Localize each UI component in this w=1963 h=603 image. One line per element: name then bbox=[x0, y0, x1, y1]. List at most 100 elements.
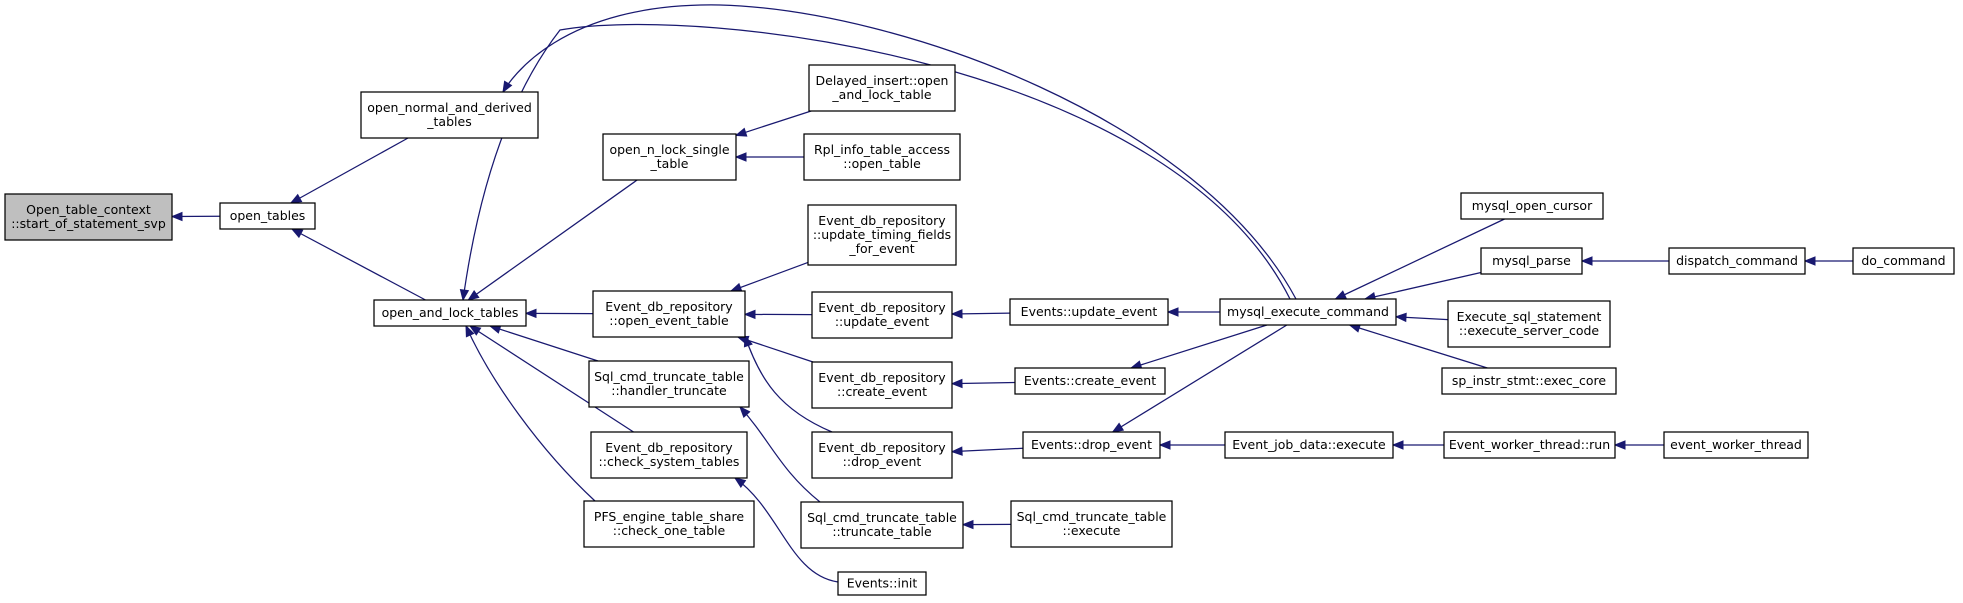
node-box bbox=[590, 431, 748, 479]
edge-line bbox=[291, 228, 426, 301]
node-label: Events::drop_event bbox=[1031, 437, 1152, 452]
arrowhead bbox=[743, 309, 756, 320]
node-label: ::handler_truncate bbox=[611, 383, 727, 398]
node-label: Open_table_context bbox=[26, 202, 151, 217]
node-label: ::execute_server_code bbox=[1459, 323, 1600, 338]
arrowhead bbox=[743, 334, 753, 348]
node-open-normal-and-derived-tables[interactable]: open_normal_and_derived_tables bbox=[360, 91, 539, 139]
arrowhead bbox=[1334, 290, 1347, 300]
node-box bbox=[602, 133, 737, 181]
node-label: ::open_event_table bbox=[609, 313, 729, 328]
arrowhead bbox=[524, 308, 537, 319]
node-events-init[interactable]: Events::init bbox=[837, 571, 927, 596]
edge-dispatch_command-to-mysql_parse bbox=[1580, 256, 1669, 266]
node-box bbox=[811, 361, 953, 409]
arrowhead bbox=[1158, 440, 1171, 450]
edge-mysql_execute_command-to-open_normal_and_derived_tables bbox=[502, 4, 1297, 300]
node-sql-cmd-truncate-truncate-table[interactable]: Sql_cmd_truncate_table::truncate_table bbox=[800, 501, 964, 549]
edge-delayed_insert-to-open_n_lock_single_table bbox=[734, 110, 812, 137]
node-events-update-event[interactable]: Events::update_event bbox=[1009, 298, 1169, 326]
edge-event_worker_thread-to-event_worker_thread_run bbox=[1613, 440, 1664, 450]
node-mysql-parse[interactable]: mysql_parse bbox=[1480, 247, 1583, 275]
node-event-worker-thread-run[interactable]: Event_worker_thread::run bbox=[1443, 431, 1616, 459]
node-box bbox=[811, 431, 953, 479]
edge-do_command-to-dispatch_command bbox=[1803, 256, 1853, 266]
node-open-tables[interactable]: open_tables bbox=[219, 202, 316, 230]
node-event-db-repo-update-event[interactable]: Event_db_repository::update_event bbox=[811, 291, 953, 339]
node-events-create-event[interactable]: Events::create_event bbox=[1014, 367, 1166, 395]
edge-line bbox=[1364, 271, 1482, 300]
node-delayed-insert[interactable]: Delayed_insert::open_and_lock_table bbox=[808, 64, 956, 112]
node-label: _for_event bbox=[848, 241, 914, 256]
node-sql-cmd-truncate-handler[interactable]: Sql_cmd_truncate_table::handler_truncate bbox=[588, 360, 750, 408]
edge-mysql_execute_command-to-events_update_event bbox=[1166, 307, 1220, 317]
node-label: Events::init bbox=[847, 575, 918, 590]
edge-events_create_event-to-event_db_repo_create_event bbox=[950, 378, 1016, 389]
node-mysql-execute-command[interactable]: mysql_execute_command bbox=[1219, 298, 1397, 326]
node-box bbox=[1460, 192, 1604, 220]
node-event-db-repo-check-system-tables[interactable]: Event_db_repository::check_system_tables bbox=[590, 431, 748, 479]
edge-event_db_repo_check_system_tables-to-open_and_lock_tables bbox=[468, 325, 634, 433]
arrowhead bbox=[502, 80, 513, 94]
arrowhead bbox=[1580, 256, 1593, 266]
edge-sql_cmd_truncate_execute-to-sql_cmd_truncate_truncate_table bbox=[961, 519, 1012, 530]
node-label: do_command bbox=[1861, 253, 1945, 268]
node-box bbox=[373, 299, 527, 327]
node-mysql-open-cursor[interactable]: mysql_open_cursor bbox=[1460, 192, 1604, 220]
node-event-db-repo-create-event[interactable]: Event_db_repository::create_event bbox=[811, 361, 953, 409]
node-open-and-lock-tables[interactable]: open_and_lock_tables bbox=[373, 299, 527, 327]
node-event-db-repo-open-event-table[interactable]: Event_db_repository::open_event_table bbox=[592, 290, 746, 338]
arrowhead bbox=[729, 282, 743, 292]
node-label: open_tables bbox=[230, 208, 306, 223]
edges-layer bbox=[170, 4, 1853, 583]
edge-events_init-to-event_db_repo_check_system_tables bbox=[733, 477, 839, 583]
edge-line bbox=[735, 110, 812, 137]
node-box bbox=[1480, 247, 1583, 275]
node-label: Sql_cmd_truncate_table bbox=[594, 369, 744, 384]
node-sp-instr-stmt-exec-core[interactable]: sp_instr_stmt::exec_core bbox=[1441, 367, 1617, 395]
node-box bbox=[588, 360, 750, 408]
edge-open_tables-to-open_table_context bbox=[170, 211, 221, 222]
node-box bbox=[1447, 300, 1611, 348]
node-box bbox=[1443, 431, 1616, 459]
node-events-drop-event[interactable]: Events::drop_event bbox=[1022, 431, 1161, 459]
node-label: ::update_timing_fields bbox=[813, 227, 951, 242]
edge-mysql_execute_command-to-open_and_lock_tables bbox=[459, 23, 1291, 302]
arrowhead bbox=[950, 378, 963, 389]
edge-rpl_info_open_table-to-open_n_lock_single_table bbox=[734, 152, 804, 162]
nodes-layer: Open_table_context::start_of_statement_s… bbox=[4, 64, 1955, 596]
node-dispatch-command[interactable]: dispatch_command bbox=[1668, 247, 1806, 275]
node-box bbox=[1022, 431, 1161, 459]
node-label: _tables bbox=[426, 114, 471, 129]
edge-line bbox=[502, 4, 1297, 300]
node-box bbox=[360, 91, 539, 139]
node-event-worker-thread[interactable]: event_worker_thread bbox=[1663, 431, 1809, 459]
node-label: ::check_system_tables bbox=[599, 454, 740, 469]
edge-event_db_repo_update_event-to-event_db_repo_open_event_table bbox=[743, 309, 813, 320]
node-pfs-check-one-table[interactable]: PFS_engine_table_share::check_one_table bbox=[583, 500, 755, 548]
node-event-db-repo-drop-event[interactable]: Event_db_repository::drop_event bbox=[811, 431, 953, 479]
arrowhead bbox=[459, 288, 470, 302]
node-event-db-repo-update-timing[interactable]: Event_db_repository::update_timing_field… bbox=[807, 204, 957, 266]
node-label: _and_lock_table bbox=[831, 87, 931, 102]
node-rpl-info-open-table[interactable]: Rpl_info_table_access::open_table bbox=[803, 133, 961, 181]
node-box bbox=[1852, 247, 1955, 275]
node-label: ::execute bbox=[1063, 523, 1121, 538]
edge-line bbox=[467, 179, 638, 301]
node-do-command[interactable]: do_command bbox=[1852, 247, 1955, 275]
node-label: ::check_one_table bbox=[613, 523, 726, 538]
node-label: ::open_table bbox=[843, 156, 921, 171]
node-open-n-lock-single-table[interactable]: open_n_lock_single_table bbox=[602, 133, 737, 181]
edge-line bbox=[1349, 324, 1488, 369]
edge-event_job_data_execute-to-events_drop_event bbox=[1158, 440, 1225, 450]
edge-line bbox=[951, 381, 1016, 385]
arrowhead bbox=[467, 290, 480, 301]
node-execute-sql-statement[interactable]: Execute_sql_statement::execute_server_co… bbox=[1447, 300, 1611, 348]
node-event-job-data-execute[interactable]: Event_job_data::execute bbox=[1224, 431, 1394, 459]
node-label: Event_job_data::execute bbox=[1232, 437, 1386, 452]
edge-line bbox=[737, 336, 814, 363]
node-open-table-context[interactable]: Open_table_context::start_of_statement_s… bbox=[4, 193, 173, 241]
arrowhead bbox=[950, 309, 963, 319]
node-label: ::create_event bbox=[837, 384, 927, 399]
node-sql-cmd-truncate-execute[interactable]: Sql_cmd_truncate_table::execute bbox=[1010, 500, 1173, 548]
